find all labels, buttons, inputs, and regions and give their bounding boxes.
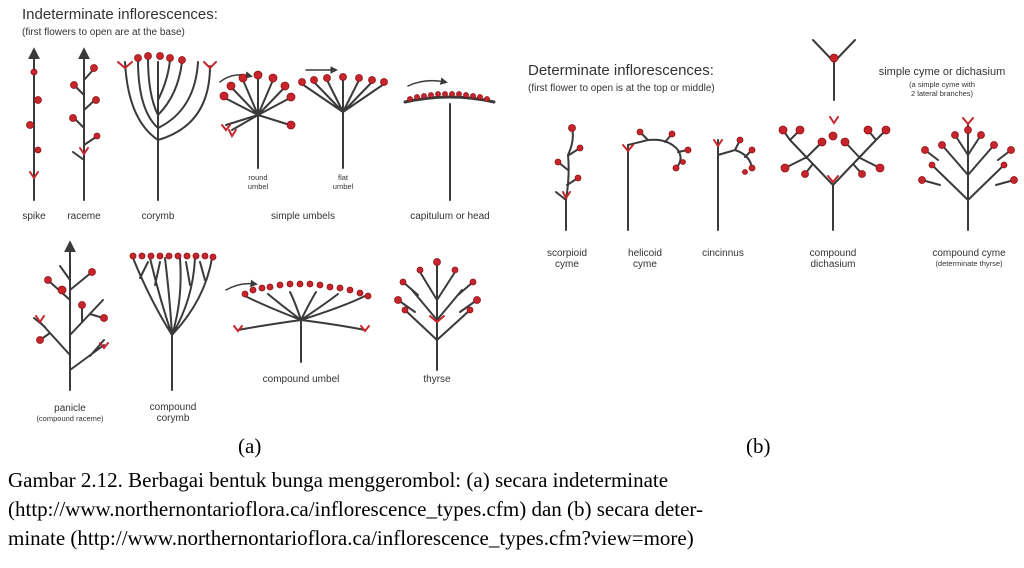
label-simple-cyme-sub-line2: 2 lateral branches) [910, 89, 974, 98]
raceme-diagram [72, 47, 97, 201]
label-compound-umbel: compound umbel [262, 374, 340, 385]
label-panicle: panicle (compound raceme) [25, 403, 115, 423]
indeterminate-title: Indeterminate inflorescences: [22, 6, 218, 23]
label-round-umbel: round umbel [240, 173, 276, 191]
label-simple-cyme: simple cyme or dichasium [878, 66, 1006, 78]
panel-label-a: (a) [238, 434, 262, 458]
label-thyrse: thyrse [423, 374, 451, 385]
compound-umbel-diagram [225, 279, 366, 363]
label-panicle-line1: panicle [54, 403, 86, 414]
label-flat-umbel-line1: flat [337, 173, 348, 182]
label-scorpioid-line2: cyme [555, 259, 579, 270]
scorpioid-cyme-diagram [555, 127, 581, 231]
compound-cyme-diagram [921, 124, 1015, 231]
panicle-diagram [33, 240, 105, 391]
figure-caption: Gambar 2.12. Berbagai bentuk bunga mengg… [8, 466, 1018, 553]
label-simple-cyme-sub: (a simple cyme with 2 lateral branches) [900, 80, 984, 98]
determinate-subtitle: (first flower to open is at the top or m… [528, 83, 715, 94]
label-corymb: corymb [141, 211, 175, 222]
label-compound-cyme-line1: compound cyme [932, 248, 1006, 259]
caption-line-3: minate (http://www.northernontarioflora.… [8, 526, 694, 550]
label-compound-corymb-line2: corymb [156, 413, 190, 424]
compound-corymb-diagram [132, 257, 213, 391]
label-helicoid-line2: cyme [633, 259, 657, 270]
round-umbel-diagram [219, 71, 291, 169]
label-round-umbel-line2: umbel [247, 182, 269, 191]
label-compound-dichasium-line2: dichasium [810, 259, 856, 270]
inflorescence-figure [26, 39, 1018, 391]
label-scorpioid-line1: scorpioid [546, 248, 588, 259]
label-compound-cyme: compound cyme (determinate thyrse) [925, 248, 1013, 268]
label-capitulum: capitulum or head [410, 211, 490, 222]
label-scorpioid-cyme: scorpioid cyme [540, 248, 594, 270]
label-compound-corymb: compound corymb [140, 402, 206, 424]
label-simple-cyme-sub-line1: (a simple cyme with [909, 80, 975, 89]
label-compound-dichasium-line1: compound [809, 248, 857, 259]
cincinnus-diagram [717, 139, 753, 231]
label-compound-corymb-line1: compound [149, 402, 197, 413]
label-compound-cyme-sub: (determinate thyrse) [935, 259, 1003, 268]
determinate-title: Determinate inflorescences: [528, 62, 714, 79]
helicoid-cyme-diagram [627, 131, 689, 231]
indeterminate-subtitle: (first flowers to open are at the base) [22, 27, 185, 38]
label-round-umbel-line1: round [248, 173, 268, 182]
label-spike: spike [22, 211, 46, 222]
thyrse-diagram [397, 264, 478, 371]
label-simple-umbels: simple umbels [271, 211, 335, 222]
label-compound-dichasium: compound dichasium [800, 248, 866, 270]
caption-line-1: Gambar 2.12. Berbagai bentuk bunga mengg… [8, 468, 669, 492]
label-raceme: raceme [67, 211, 101, 222]
label-cincinnus: cincinnus [702, 248, 744, 259]
panel-label-b: (b) [746, 434, 771, 458]
simple-cyme-diagram [812, 39, 856, 101]
corymb-diagram [124, 57, 211, 201]
compound-dichasium-diagram [782, 129, 887, 231]
label-flat-umbel: flat umbel [325, 173, 361, 191]
label-panicle-sub: (compound raceme) [36, 414, 104, 423]
flat-umbel-diagram [301, 66, 385, 169]
label-flat-umbel-line2: umbel [332, 182, 354, 191]
label-helicoid-cyme: helicoid cyme [618, 248, 672, 270]
caption-line-2: (http://www.northernontarioflora.ca/infl… [8, 497, 703, 521]
label-helicoid-line1: helicoid [628, 248, 662, 259]
